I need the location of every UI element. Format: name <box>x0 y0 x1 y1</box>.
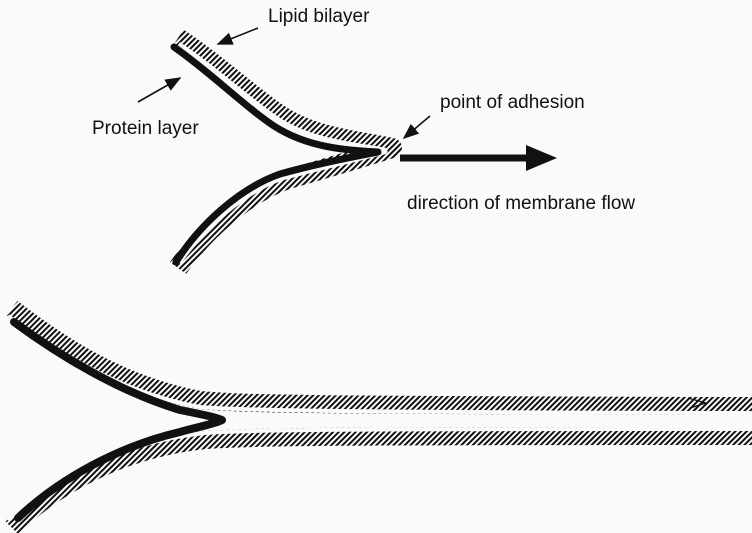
point-of-adhesion-label: point of adhesion <box>440 92 585 113</box>
lipid-bilayer-pointer <box>218 28 258 44</box>
upper-membrane-fold <box>174 38 392 268</box>
lower-membrane-fold <box>8 308 752 528</box>
protein-layer-line-upper <box>174 47 378 262</box>
protein-layer-pointer <box>138 78 180 102</box>
protein-layer-label: Protein layer <box>92 118 199 139</box>
flow-arrow <box>400 145 557 171</box>
adhesion-pointer <box>404 116 430 138</box>
lipid-bilayer-label: Lipid bilayer <box>268 6 370 27</box>
direction-of-flow-label: direction of membrane flow <box>407 193 635 214</box>
